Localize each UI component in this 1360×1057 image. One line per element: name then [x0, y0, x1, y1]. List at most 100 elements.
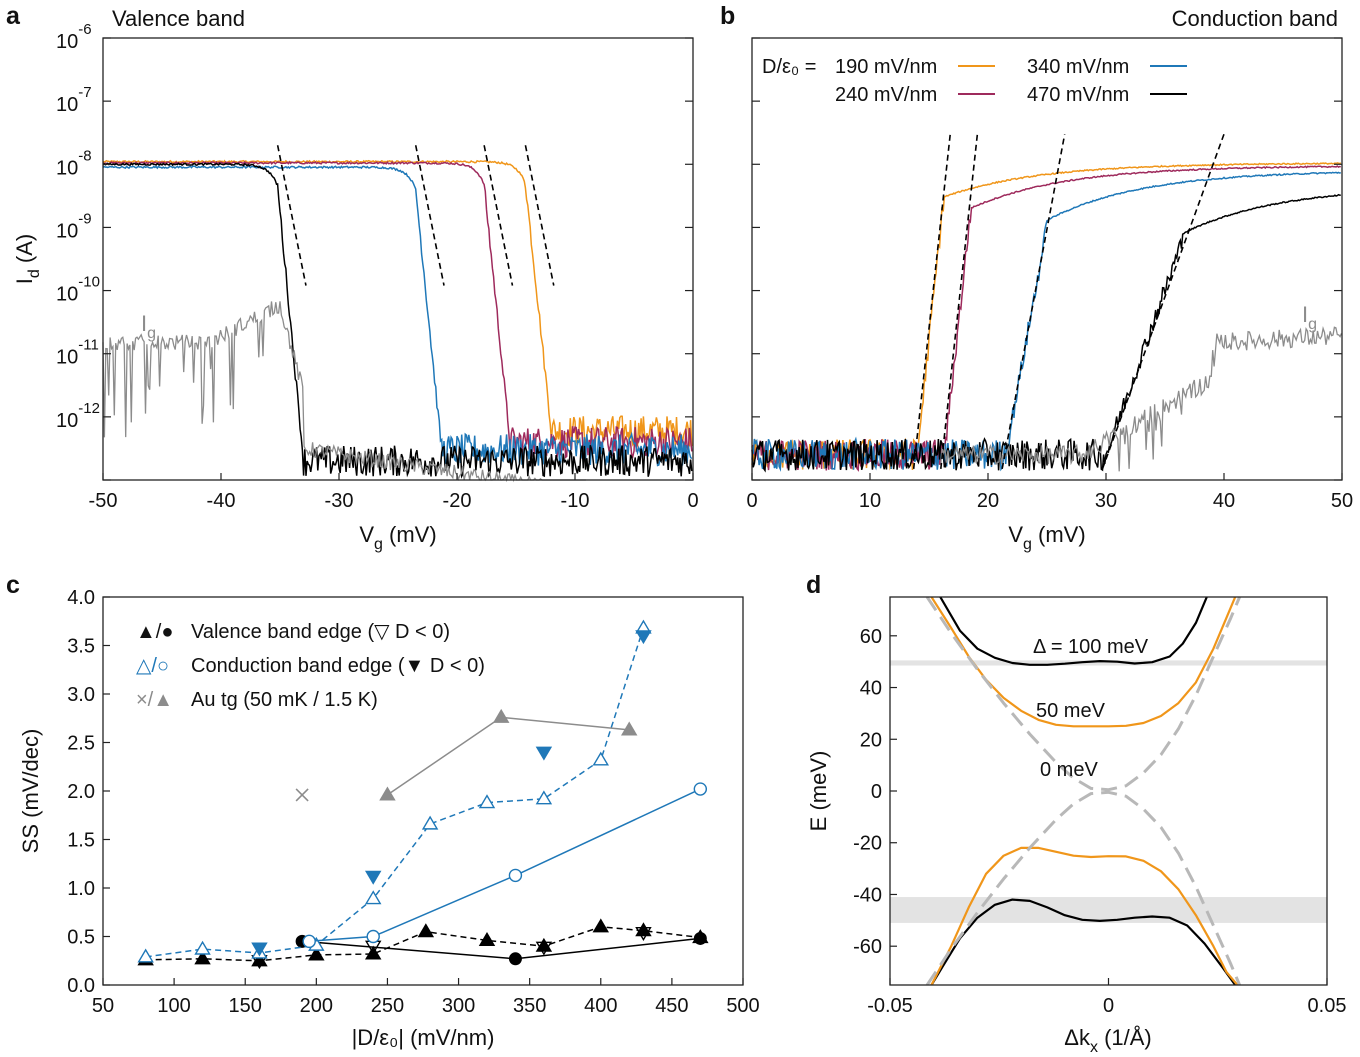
d-ytick-label-5: -40 [853, 884, 882, 906]
a-ytick-label-2: 10-8 [56, 147, 92, 179]
panel-d-curve-0 [939, 597, 1208, 666]
panel-b-fit-1 [940, 134, 979, 469]
a-ytick-label-0: 10-6 [56, 21, 92, 53]
panel-a-series-1 [102, 160, 693, 459]
legend-c-symbols-0: ▲/● [136, 621, 173, 643]
panel-c-point-3-6 [478, 794, 496, 809]
panel-c-point-0-3 [308, 946, 325, 961]
d-ytick-label-0: 60 [860, 626, 882, 648]
c-ytick-label-6: 3.0 [67, 684, 95, 706]
a-ytick-label-4: 10-10 [56, 274, 100, 306]
panel-b-fit-lines [912, 133, 1225, 470]
legend-label-190: 190 mV/nm [835, 56, 937, 78]
d-xtick-label-0: -0.05 [867, 995, 913, 1017]
b-xtick-label-5: 50 [1331, 490, 1353, 512]
panel-a-ig-annotation: Ig [141, 311, 156, 342]
c-ytick-label-0: 0.0 [67, 975, 95, 997]
panel-c-point-4-3 [693, 782, 708, 796]
panel-d-annotation-50: 50 meV [1036, 700, 1106, 722]
panel-c-point-1-2 [693, 931, 707, 945]
panel-label-b: b [720, 2, 735, 30]
panel-c-point-0-1 [194, 950, 211, 965]
panel-d-band-1 [890, 897, 1327, 923]
d-ytick-label-2: 20 [860, 729, 882, 751]
a-xtick-label-5: 0 [687, 490, 698, 512]
panel-label-c: c [6, 571, 20, 599]
a-ytick-label-6: 10-12 [56, 400, 100, 432]
panel-c-point-5-1 [364, 870, 382, 885]
panel-c-point-1-1 [508, 952, 522, 966]
panel-a-fit-lines [276, 145, 555, 286]
panel-a-series-3 [102, 162, 693, 479]
panel-d-series [925, 597, 1241, 985]
b-xtick-label-0: 0 [746, 490, 757, 512]
panel-c-point-3-0 [137, 948, 154, 963]
panel-b-title: Conduction band [1172, 6, 1338, 31]
c-xtick-label-1: 100 [157, 995, 190, 1017]
panel-d-annotation-0: 0 meV [1040, 759, 1098, 781]
b-xtick-label-3: 30 [1095, 490, 1117, 512]
panel-a-fit-0 [524, 145, 555, 286]
panel-b-series [751, 162, 1343, 473]
panel-c-point-5-3 [635, 630, 652, 645]
c-xtick-label-8: 450 [655, 995, 688, 1017]
c-ytick-label-5: 2.5 [67, 733, 95, 755]
d-ytick-label-4: -20 [853, 833, 882, 855]
a-xtick-label-4: -10 [561, 490, 590, 512]
panel-b-series-3 [751, 193, 1341, 473]
a-xtick-label-2: -30 [325, 490, 354, 512]
d-ytick-label-3: 0 [871, 781, 882, 803]
panel-c-point-0-5 [417, 923, 435, 938]
panel-c-point-5-2 [535, 746, 553, 761]
panel-c-point-2-2 [535, 941, 553, 956]
panel-d-curve-1 [930, 898, 1237, 985]
panel-d-xlabel: Δkx (1/Å) [1064, 1025, 1152, 1056]
a-xtick-label-0: -50 [89, 490, 118, 512]
b-xtick-label-1: 10 [859, 490, 881, 512]
a-xtick-label-3: -20 [443, 490, 472, 512]
panel-b-series-1 [751, 165, 1341, 472]
panel-d-curve-3 [930, 846, 1239, 985]
legend-c-label-1: Conduction band edge (▼ D < 0) [191, 655, 485, 677]
legend-c-label-0: Valence band edge (▽ D < 0) [191, 621, 450, 643]
panel-label-a: a [6, 2, 21, 30]
panel-c-point-2-3 [635, 927, 652, 942]
c-xtick-label-7: 400 [584, 995, 617, 1017]
c-ytick-label-2: 1.0 [67, 878, 95, 900]
panel-a-frame [102, 37, 694, 481]
c-xtick-label-6: 350 [513, 995, 546, 1017]
panel-c-line-4 [309, 788, 701, 943]
c-ytick-label-7: 3.5 [67, 636, 95, 658]
panel-a-ylabel: Id (A) [12, 234, 43, 284]
d-xtick-label-2: 0.05 [1308, 995, 1347, 1017]
panel-d-ylabel: E (meV) [806, 751, 831, 832]
panel-c-point-7-2 [620, 721, 638, 736]
panel-a-fit-2 [414, 145, 445, 286]
panel-c-point-7-0 [379, 786, 396, 801]
c-ytick-label-8: 4.0 [67, 587, 95, 609]
panel-c-ylabel: SS (mV/dec) [18, 729, 43, 854]
panel-c-point-3-4 [364, 890, 382, 905]
panel-b-series-4 [940, 326, 1343, 472]
panel-b-ig-annotation: Ig [1302, 302, 1317, 333]
a-xtick-label-1: -40 [207, 490, 236, 512]
panel-c-point-4-2 [508, 868, 523, 883]
c-xtick-label-9: 500 [726, 995, 759, 1017]
b-xtick-label-2: 20 [977, 490, 999, 512]
panel-d-curve-5 [925, 790, 1241, 985]
c-ytick-label-1: 0.5 [67, 927, 95, 949]
panel-label-d: d [806, 571, 821, 599]
panel-c-point-7-1 [492, 708, 510, 723]
panel-b-legend: D/ε₀ = 190 mV/nm 240 mV/nm 340 mV/nm 470… [762, 56, 1187, 106]
panel-a-series-4 [102, 301, 586, 483]
d-ytick-label-1: 40 [860, 678, 882, 700]
c-xtick-label-0: 50 [92, 995, 114, 1017]
panel-a-xlabel: Vg (mV) [359, 522, 436, 553]
c-xtick-label-2: 150 [229, 995, 262, 1017]
panel-a-series-2 [102, 165, 693, 467]
